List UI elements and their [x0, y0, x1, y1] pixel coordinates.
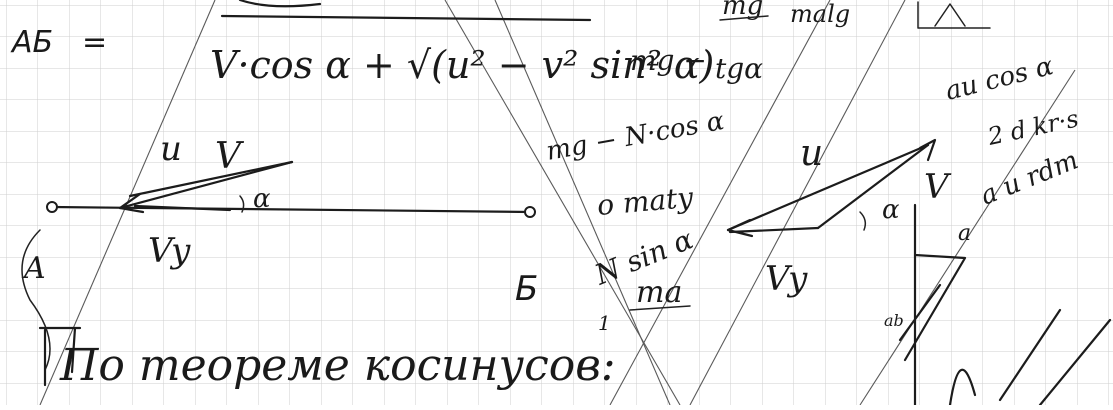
theorem-text: По теореме косинусов: — [59, 340, 616, 391]
right-label-vy: Vy — [765, 259, 808, 299]
right-label-alpha: α — [882, 195, 900, 225]
note-ma: ma — [636, 275, 682, 310]
formula-denominator: V·cos α + √(u² − v² sin² α) — [210, 43, 714, 87]
left-label-v: V — [215, 136, 245, 177]
right-vector-diagram: u V α Vy a ab — [726, 133, 971, 407]
right-label-small: ab — [884, 311, 904, 330]
bottom-notes: По теореме косинусов: — [38, 308, 1112, 407]
right-label-v: V — [924, 167, 952, 207]
formula-tg: tgα — [715, 52, 763, 85]
top-malg: malg — [790, 0, 850, 28]
right-vector-u — [726, 143, 930, 232]
top-mg: mg — [722, 0, 763, 21]
fraction-bar — [220, 14, 592, 22]
top-notes: mg malg AБ = — [10, 0, 991, 60]
point-b-dot — [524, 206, 536, 218]
right-vector-v — [816, 143, 930, 230]
vector-vy — [133, 204, 232, 212]
right-vector-vy — [728, 226, 820, 234]
segment-ab — [50, 205, 532, 214]
label-point-a: A — [21, 251, 46, 286]
left-vector-diagram: u V α Vy A Б — [21, 129, 538, 371]
formula: V·cos α + √(u² − v² sin² α) mg − tgα — [210, 43, 763, 87]
vector-v — [118, 160, 294, 210]
equation-lhs: AБ — [10, 25, 53, 60]
left-label-vy: Vy — [148, 231, 191, 271]
right-label-u: u — [800, 133, 823, 174]
left-label-u: u — [160, 129, 182, 169]
construction-lines — [39, 0, 1076, 406]
formula-mg: mg − — [630, 44, 707, 77]
equation-sign: = — [82, 25, 107, 60]
right-label-a: a — [958, 221, 971, 246]
label-point-b: Б — [515, 269, 538, 309]
note-one: 1 — [598, 311, 611, 335]
point-a-dot — [46, 201, 58, 213]
left-label-alpha: α — [253, 184, 271, 214]
vector-u — [128, 160, 294, 198]
